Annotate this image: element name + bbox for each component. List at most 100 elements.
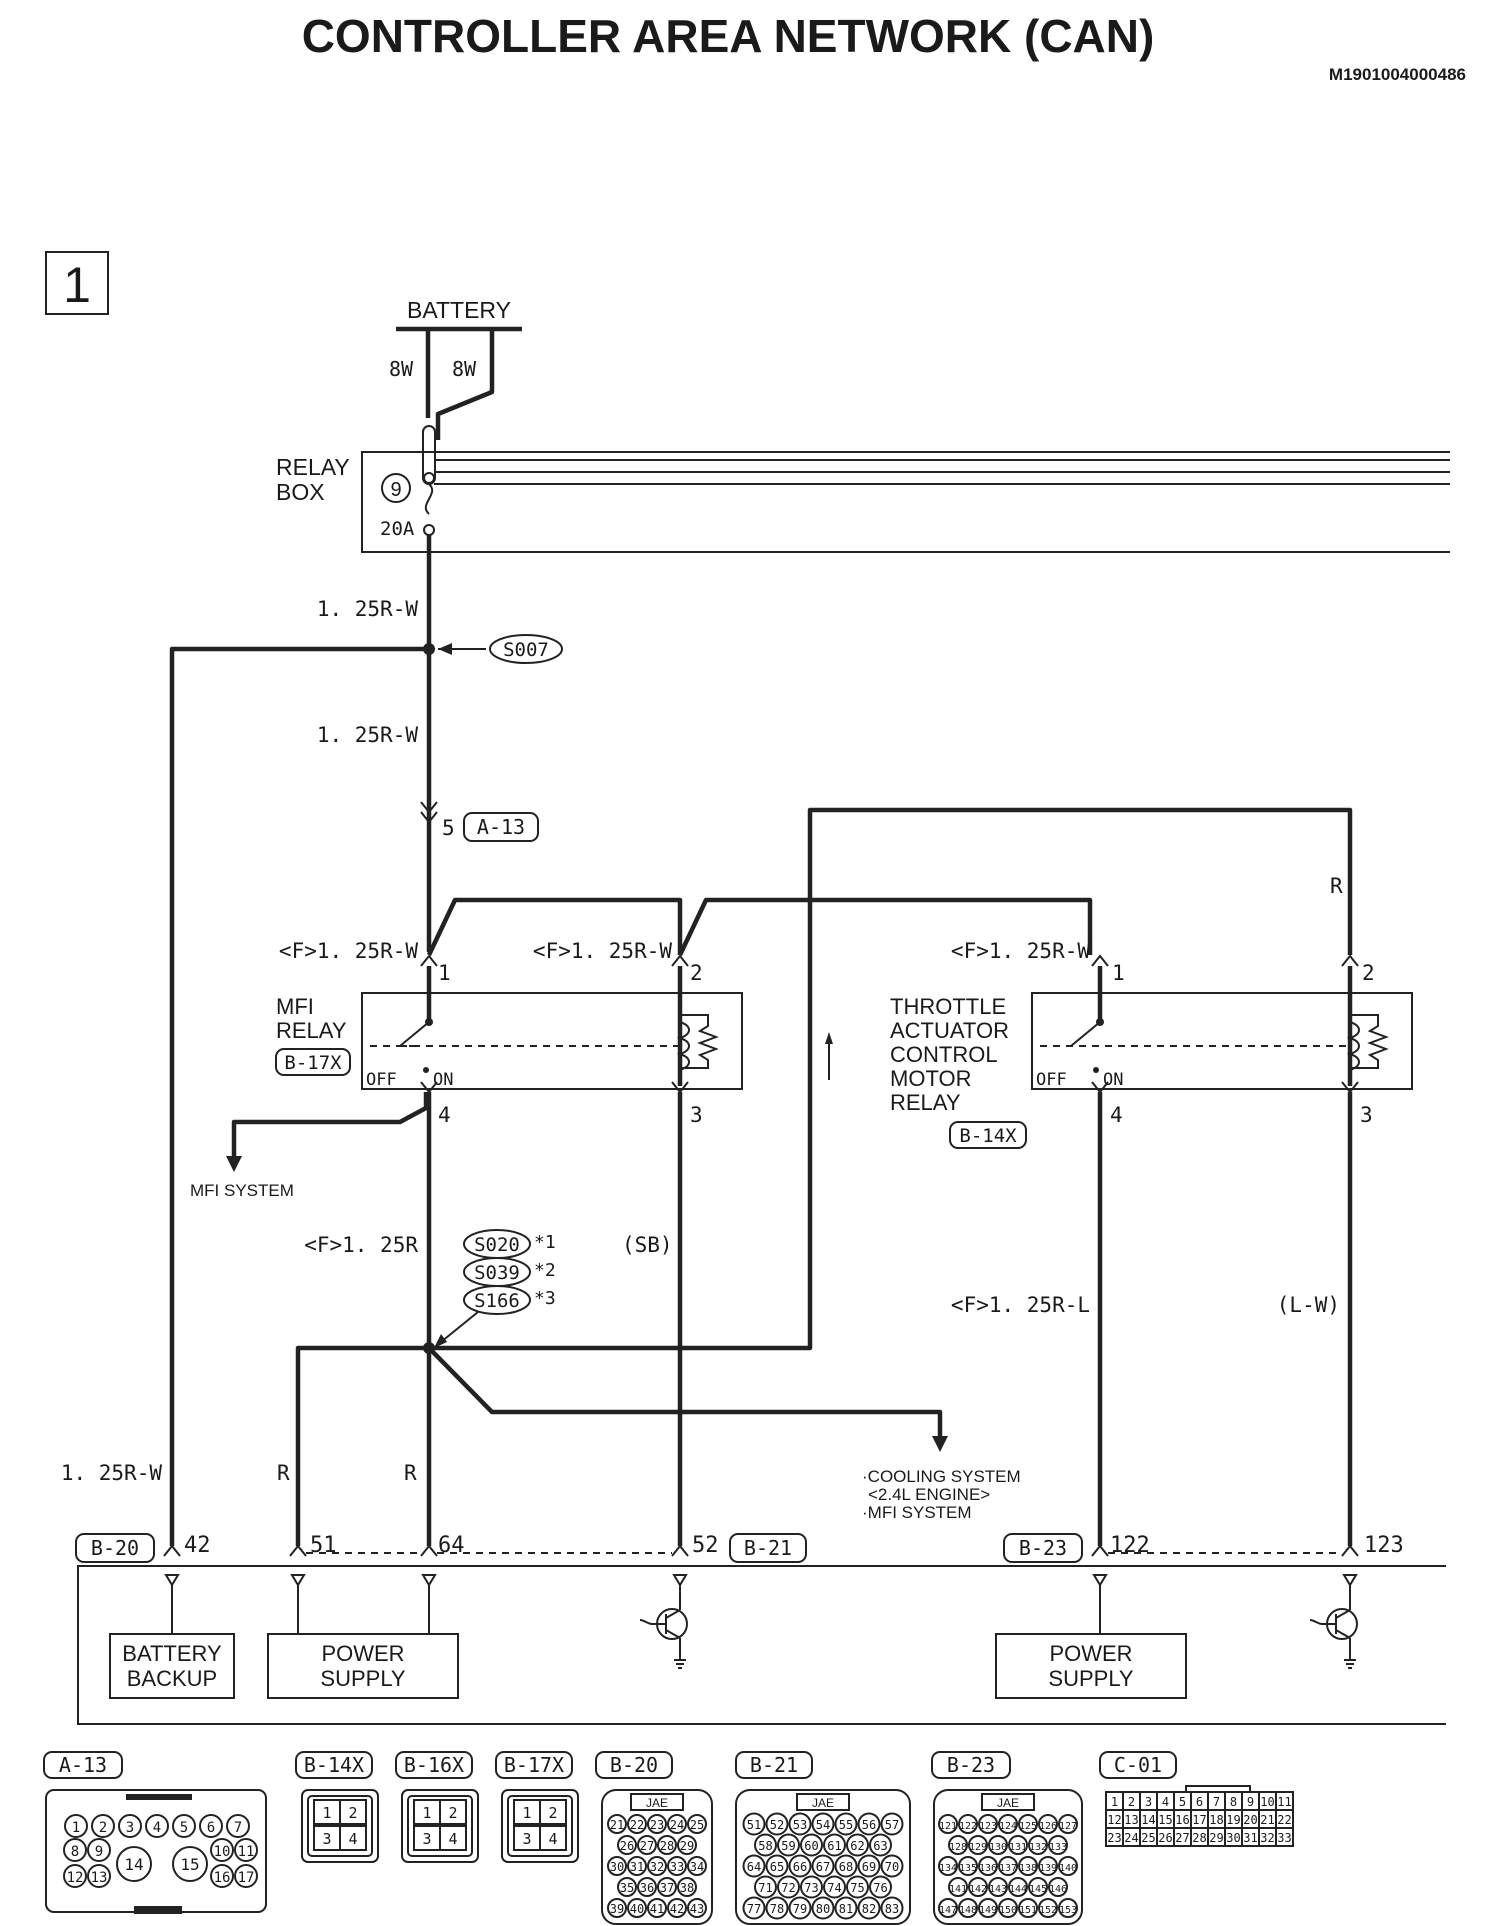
connector-pin-label: 10 (1260, 1795, 1274, 1809)
connector-pin-label: 144 (1009, 1884, 1027, 1895)
connector-pin-label: 41 (650, 1902, 664, 1916)
connector-pin (1048, 1835, 1068, 1855)
left-branch-wire (169, 646, 429, 1546)
connector-pin-label: 128 (949, 1842, 967, 1853)
connector-maker-label: JAE (646, 1796, 668, 1810)
mfi-pin2: 2 (690, 961, 703, 985)
connector-a13-id: A-13 (477, 815, 525, 839)
connector-pin (667, 1856, 687, 1876)
connector-pin-label: 124 (999, 1821, 1017, 1832)
splice-s007-label: S007 (503, 639, 549, 661)
connector-pin (339, 1825, 367, 1851)
connector-pin-label: 2 (99, 1820, 107, 1836)
connector-pin-label: 24 (1124, 1831, 1138, 1845)
connector-pin (210, 1838, 234, 1862)
connector-pin-label: 147 (939, 1905, 957, 1916)
connector-pin-label: 63 (873, 1839, 887, 1853)
connector-pin (667, 1898, 687, 1918)
cooling-arrow (932, 1436, 948, 1452)
connector-pin (765, 1896, 789, 1920)
connector-pin-label: 18 (1209, 1813, 1223, 1827)
connector-pin-label: 72 (781, 1881, 795, 1895)
connector-pin-label: 24 (670, 1818, 684, 1832)
connector-pin (1058, 1898, 1078, 1918)
mfi-system-wire (231, 1092, 429, 1160)
connector-pin (958, 1898, 978, 1918)
connector-pin (938, 1898, 958, 1918)
connector-pin (857, 1812, 881, 1836)
wire-label-mfi-pin2: <F>1. 25R-W (533, 939, 672, 963)
connector-pin-label: 26 (1158, 1831, 1172, 1845)
connector-pin-label: 132 (1029, 1842, 1047, 1853)
connector-pin-label: 151 (1019, 1905, 1037, 1916)
connector-a13-pin: 5 (442, 816, 455, 840)
battery-backup-label-2: BACKUP (127, 1666, 217, 1691)
connector-pin (677, 1835, 697, 1855)
splice-s007 (489, 634, 563, 664)
tac-pin4: 4 (1110, 1103, 1123, 1127)
connector-pin (968, 1877, 988, 1897)
connector-pin-label: 2 (1128, 1795, 1135, 1809)
connector-pin-label: 75 (850, 1881, 864, 1895)
connector-pin-label: 34 (690, 1860, 704, 1874)
connector-pin-label: 43 (690, 1902, 704, 1916)
fuse-rating: 20A (380, 518, 415, 540)
mfi-relay-contact (399, 1021, 430, 1047)
connector-pin-label: 121 (939, 1821, 957, 1832)
connector-pin (687, 1814, 707, 1834)
tac-pin1: 1 (1112, 961, 1125, 985)
connector-pin-label: 153 (1059, 1905, 1077, 1916)
connector-pin (677, 1877, 697, 1897)
tac-relay-connector: B-14X (959, 1125, 1017, 1147)
connector-pin-label: 83 (885, 1902, 899, 1916)
connector-pin-label: 57 (885, 1818, 899, 1832)
connector-pin (607, 1814, 627, 1834)
tac-pin3: 3 (1360, 1103, 1373, 1127)
wire-label-tac-red: R (1330, 874, 1343, 898)
connector-pin (1018, 1856, 1038, 1876)
wire-label-tac-out: <F>1. 25R-L (951, 1293, 1090, 1317)
connector-pin-label: 1 (72, 1820, 80, 1836)
connector-pin-label: 55 (839, 1818, 853, 1832)
connector-pin-label: 26 (620, 1839, 634, 1853)
tac-relay-label-1: THROTTLE (890, 994, 1006, 1019)
connector-pin-label: 31 (1243, 1831, 1257, 1845)
connector-pin (1008, 1877, 1028, 1897)
connector-maker-label: JAE (997, 1796, 1019, 1810)
connector-pin (1038, 1814, 1058, 1834)
connector-pin (647, 1814, 667, 1834)
connector-pin-label: 69 (862, 1860, 876, 1874)
connector-pin-label: 140 (1059, 1863, 1077, 1874)
fuse-number-circle (381, 473, 411, 503)
connector-pin-label: 35 (620, 1881, 634, 1895)
connector-pin-label: 123 (979, 1821, 997, 1832)
connector-pin-label: 64 (747, 1860, 761, 1874)
connector-pin (869, 1833, 892, 1857)
mfi-relay-label-1: MFI (276, 994, 314, 1019)
connector-pin-label: 21 (1260, 1813, 1274, 1827)
connector-pin-label: 4 (153, 1820, 161, 1836)
connector-pin (1018, 1898, 1038, 1918)
connector-pin (91, 1814, 115, 1838)
mfi-relay-label-2: RELAY (276, 1018, 347, 1043)
connector-pin-label: 20 (1243, 1813, 1257, 1827)
connector-pin-label: 1 (422, 1804, 431, 1822)
connector-pin-label: 60 (804, 1839, 818, 1853)
connector-pin (811, 1812, 835, 1836)
junction-left-wire (295, 1345, 429, 1546)
wire-label-mfi-out: <F>1. 25R (304, 1233, 418, 1257)
connector-pin (765, 1854, 789, 1878)
ecu-pin-64: 64 (438, 1533, 465, 1558)
connector-pin-label: 66 (793, 1860, 807, 1874)
connector-pin-label: 79 (793, 1902, 807, 1916)
connector-pin-label: 7 (1213, 1795, 1220, 1809)
connector-pin-label: 27 (640, 1839, 654, 1853)
battery-backup-block (109, 1633, 235, 1699)
connector-pin-label: 3 (126, 1820, 134, 1836)
connector-pin (978, 1856, 998, 1876)
connector-pin-label: 2 (548, 1804, 557, 1822)
connector-pin-label: 19 (1226, 1813, 1240, 1827)
ecu-pin-122: 122 (1110, 1533, 1150, 1558)
